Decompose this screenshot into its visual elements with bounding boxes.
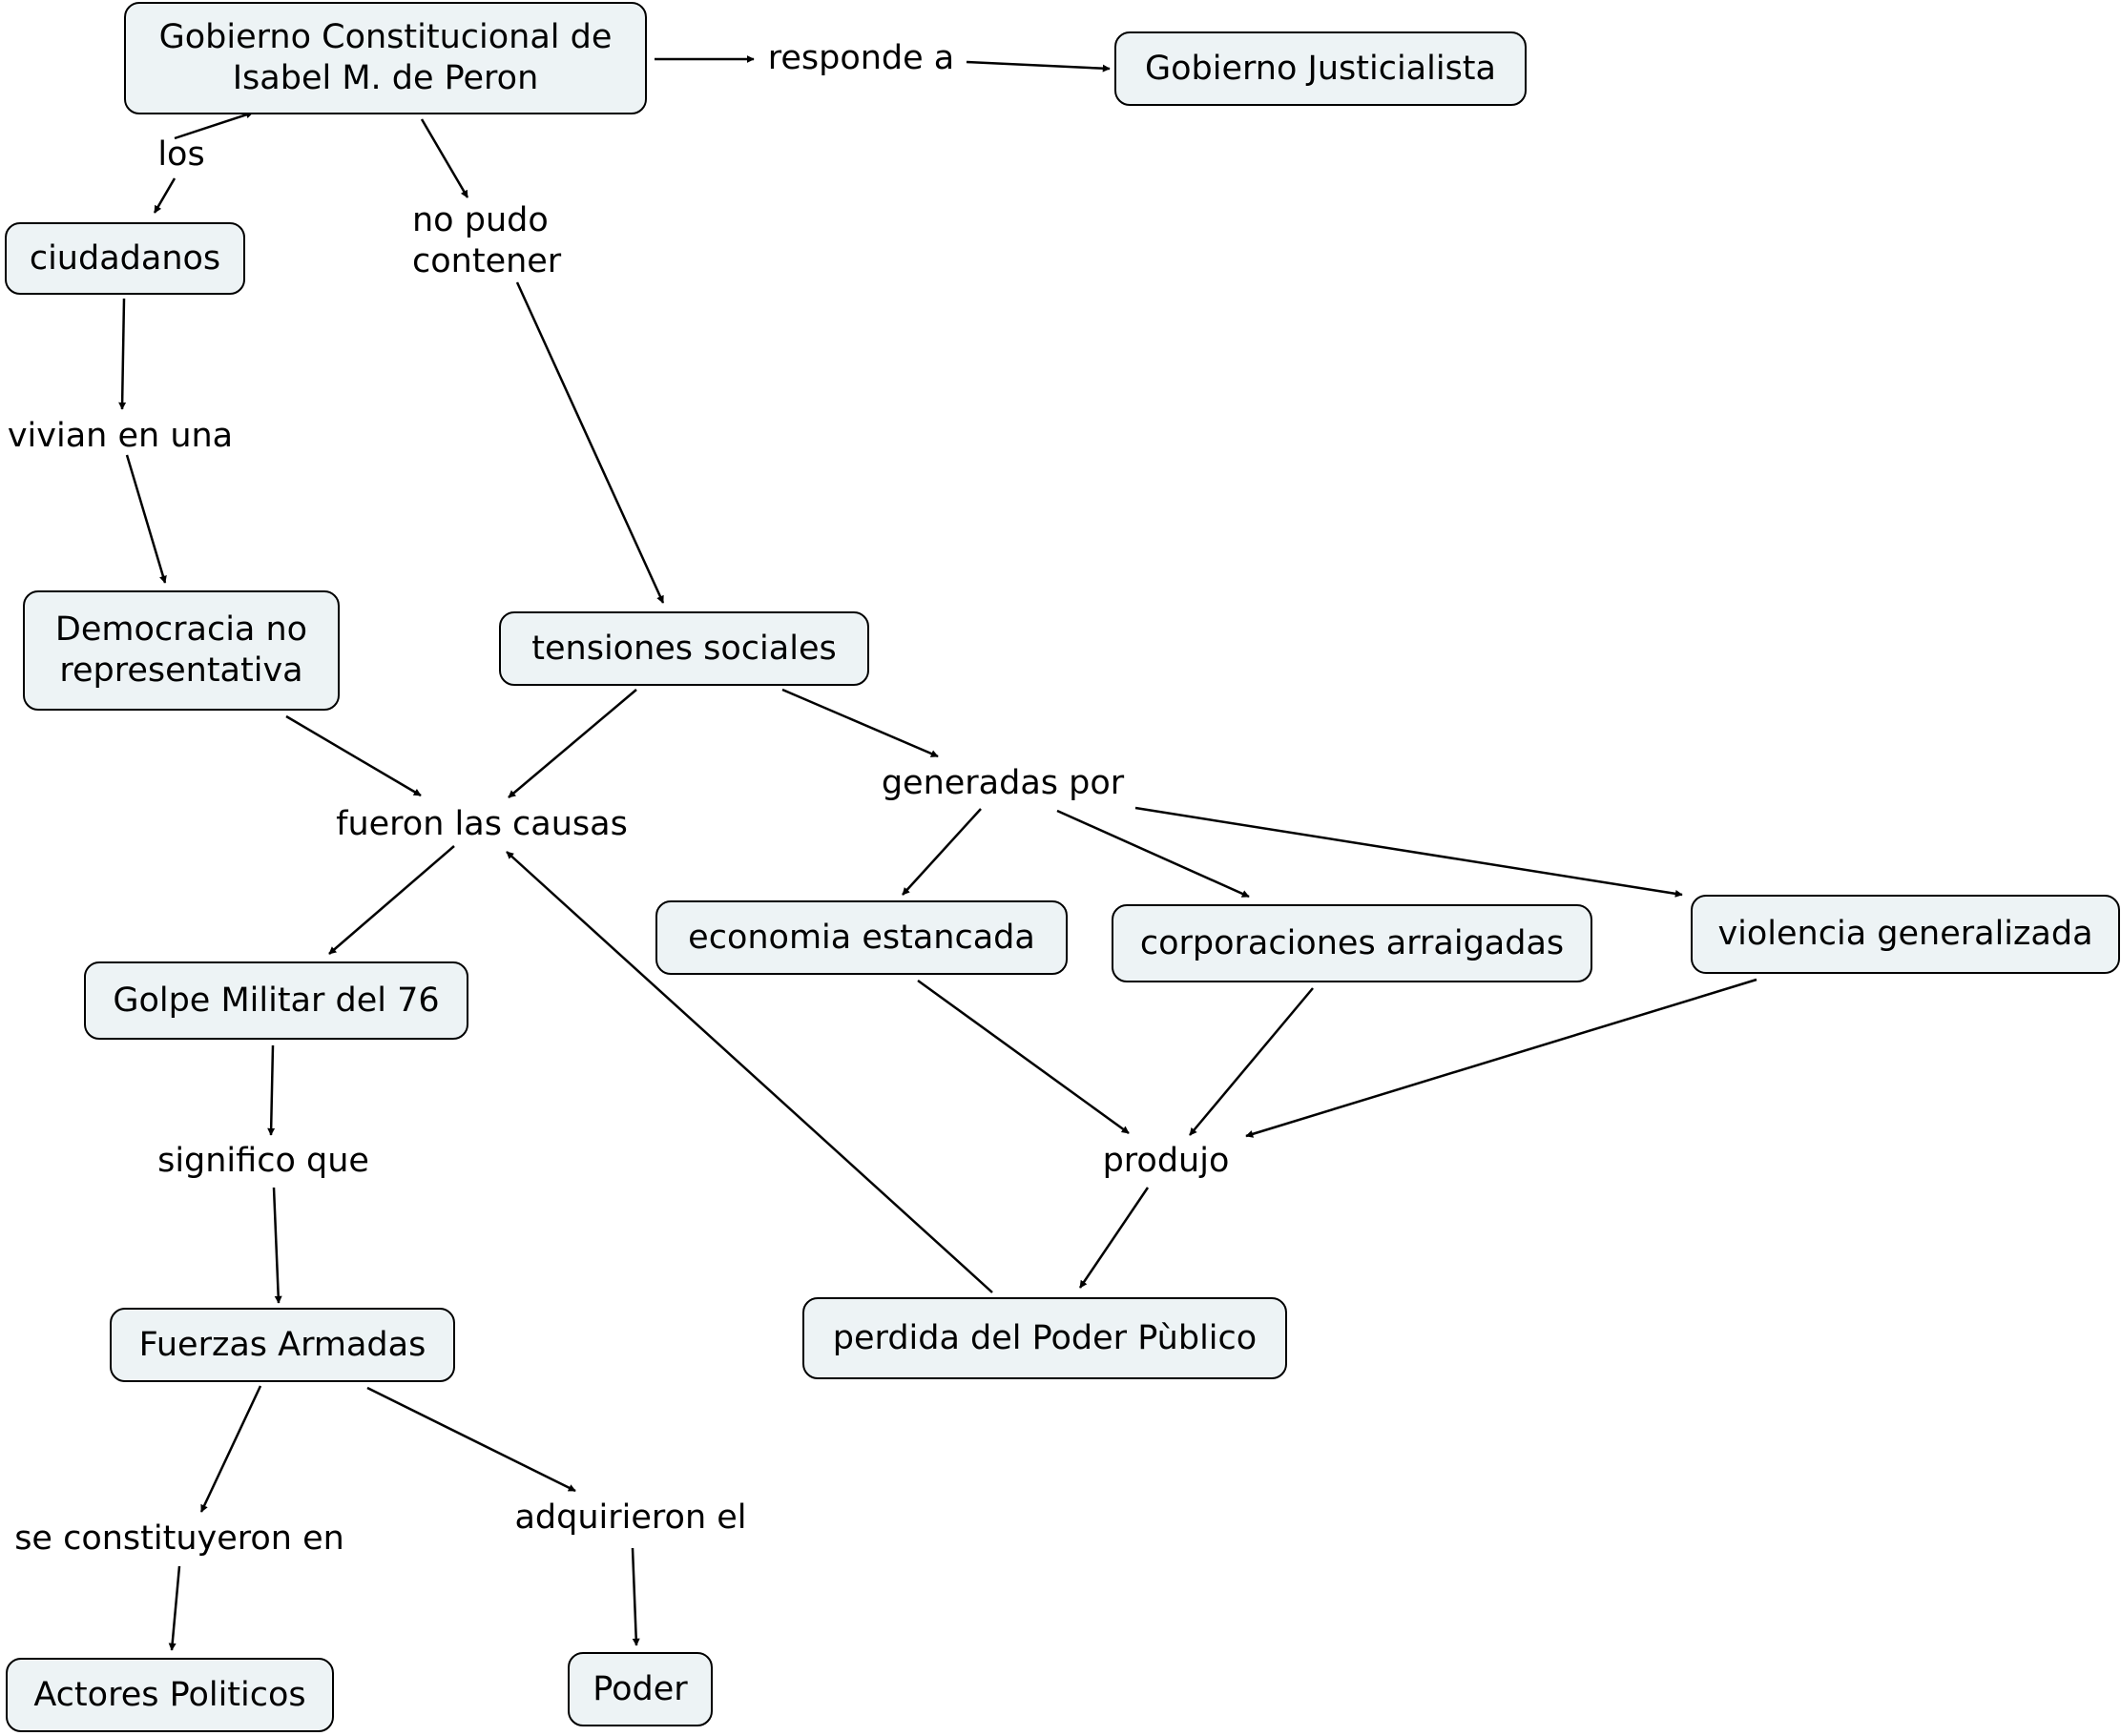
- connector-perdida-fueron: [506, 851, 993, 1293]
- concept-perdida[interactable]: perdida del Poder Pùblico: [802, 1297, 1287, 1379]
- concept-economia[interactable]: economia estancada: [655, 900, 1068, 975]
- concept-fuerzas[interactable]: Fuerzas Armadas: [110, 1308, 455, 1382]
- connector-ciudadanos-vivian: [118, 298, 127, 410]
- connector-generadas-economia: [902, 808, 982, 896]
- connector-generadas-violencia: [1134, 806, 1683, 898]
- connector-violencia-produjo: [1245, 978, 1757, 1138]
- link-fueron-las-causas: fueron las causas: [336, 805, 628, 843]
- connector-democracia-fueron: [285, 714, 422, 797]
- link-generadas-por: generadas por: [881, 764, 1125, 802]
- connector-tensiones-fueron: [508, 689, 637, 798]
- link-no-pudo-contener: no pudo contener: [412, 201, 562, 280]
- concept-violencia[interactable]: violencia generalizada: [1691, 895, 2120, 974]
- link-adquirieron-el: adquirieron el: [514, 1498, 747, 1537]
- link-se-constituyeron-en: se constituyeron en: [14, 1519, 344, 1558]
- connector-isabel-nopudo: [420, 118, 469, 198]
- connector-corporaciones-produjo: [1189, 987, 1314, 1136]
- concept-gobierno-justicialista[interactable]: Gobierno Justicialista: [1114, 31, 1527, 106]
- connector-fuerzas-constituyeron: [199, 1385, 262, 1513]
- connector-constituyeron-actores: [168, 1565, 181, 1651]
- connector-economia-produjo: [917, 979, 1130, 1135]
- connector-generadas-corporaciones: [1056, 809, 1250, 899]
- link-produjo: produjo: [1102, 1142, 1230, 1180]
- concept-ciudadanos[interactable]: ciudadanos: [5, 222, 245, 295]
- link-vivian-en-una: vivian en una: [7, 417, 234, 455]
- concept-actores[interactable]: Actores Politicos: [6, 1658, 334, 1732]
- connector-responde-justicialista: [966, 60, 1111, 72]
- concept-corporaciones[interactable]: corporaciones arraigadas: [1112, 904, 1592, 982]
- connector-significo-fuerzas: [272, 1187, 282, 1304]
- connector-los-ciudadanos: [153, 177, 177, 214]
- connector-los-isabel: [174, 111, 254, 140]
- connector-golpe-significo: [267, 1044, 276, 1136]
- concept-golpe[interactable]: Golpe Militar del 76: [84, 961, 468, 1040]
- connector-vivian-democracia: [125, 454, 167, 584]
- link-los: los: [157, 135, 205, 174]
- connector-produjo-perdida: [1078, 1187, 1150, 1289]
- link-significo-que: significo que: [157, 1142, 369, 1180]
- connector-tensiones-generadas: [781, 688, 939, 758]
- concept-tensiones[interactable]: tensiones sociales: [499, 611, 869, 686]
- concept-gobierno-isabel[interactable]: Gobierno Constitucional de Isabel M. de …: [124, 2, 647, 114]
- link-responde-a: responde a: [767, 39, 955, 77]
- connector-adquirieron-poder: [631, 1547, 640, 1646]
- concept-poder[interactable]: Poder: [568, 1652, 713, 1726]
- concept-democracia[interactable]: Democracia no representativa: [23, 590, 340, 711]
- connector-fuerzas-adquirieron: [366, 1386, 576, 1493]
- connector-nopudo-tensiones: [515, 281, 665, 604]
- connector-fueron-golpe: [328, 845, 455, 955]
